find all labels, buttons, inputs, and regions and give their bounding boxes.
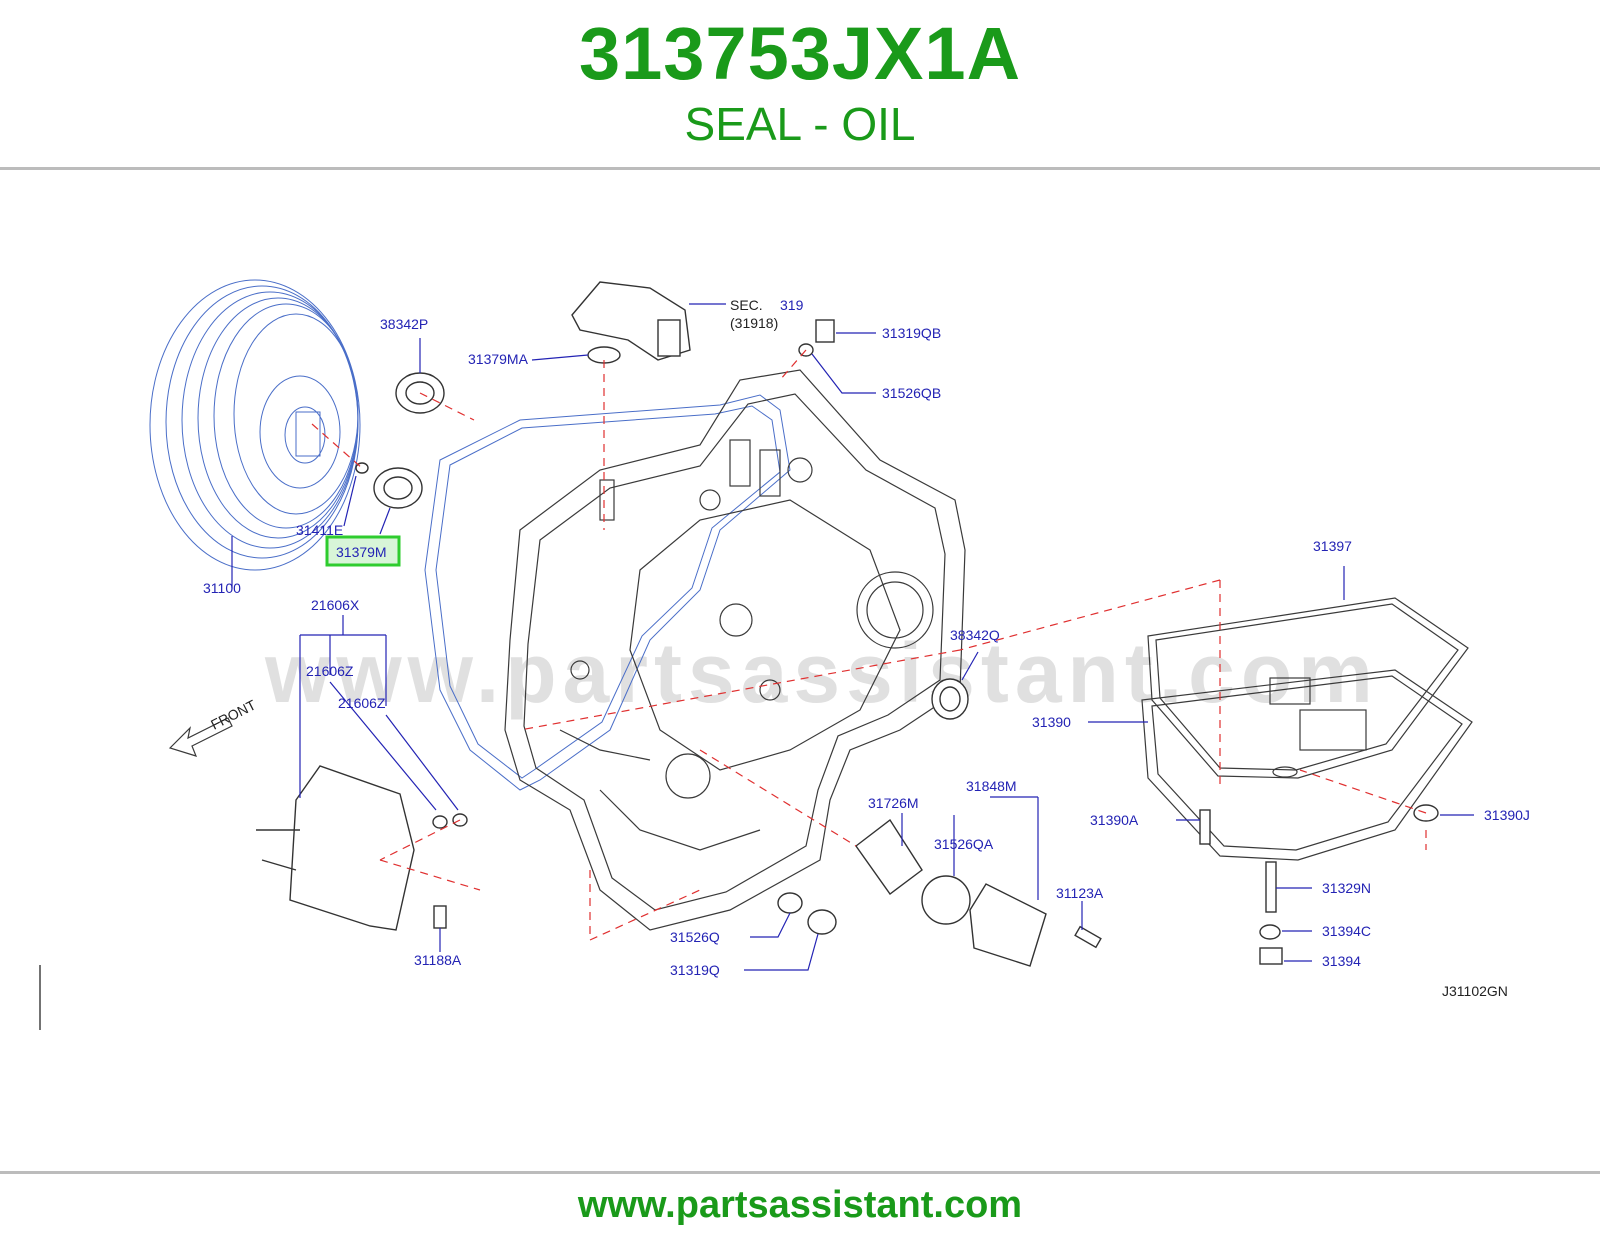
label-38342P: 38342P bbox=[380, 316, 428, 332]
label-31123A: 31123A bbox=[1056, 885, 1104, 901]
label-31390: 31390 bbox=[1032, 714, 1071, 730]
label-sec: SEC. bbox=[730, 297, 763, 313]
label-31390A: 31390A bbox=[1090, 812, 1139, 828]
label-31390J: 31390J bbox=[1484, 807, 1530, 823]
label-31379MA: 31379MA bbox=[468, 351, 529, 367]
label-sec-ref: (31918) bbox=[730, 315, 778, 331]
label-31100: 31100 bbox=[203, 580, 241, 596]
label-21606Z-a: 21606Z bbox=[306, 663, 354, 679]
label-31319QB: 31319QB bbox=[882, 325, 941, 341]
label-31319Q: 31319Q bbox=[670, 962, 720, 978]
leader-lines bbox=[231, 303, 1474, 971]
header-divider bbox=[0, 167, 1600, 170]
assembly-lines bbox=[311, 349, 1427, 941]
label-38342Q: 38342Q bbox=[950, 627, 1000, 643]
label-31526Q: 31526Q bbox=[670, 929, 720, 945]
label-31397: 31397 bbox=[1313, 538, 1352, 554]
label-31726M: 31726M bbox=[868, 795, 919, 811]
front-arrow bbox=[168, 717, 233, 757]
oil-pan-drawing bbox=[1141, 597, 1473, 861]
part-number-title: 313753JX1A bbox=[578, 12, 1022, 95]
label-31526QB: 31526QB bbox=[882, 385, 941, 401]
label-31394C: 31394C bbox=[1322, 923, 1371, 939]
label-31329N: 31329N bbox=[1322, 880, 1371, 896]
label-31188A: 31188A bbox=[414, 952, 462, 968]
label-31394: 31394 bbox=[1322, 953, 1361, 969]
label-31848M: 31848M bbox=[966, 778, 1017, 794]
watermark-text: www.partsassistant.com bbox=[264, 626, 1379, 720]
diagram-canvas: www.partsassistant.com bbox=[39, 279, 1530, 1030]
part-description: SEAL - OIL bbox=[684, 98, 916, 150]
footer-divider bbox=[0, 1171, 1600, 1174]
label-sec-number: 319 bbox=[780, 297, 804, 313]
highlight-box bbox=[325, 535, 401, 567]
footer-website-link[interactable]: www.partsassistant.com bbox=[577, 1184, 1023, 1226]
label-21606Z-b: 21606Z bbox=[338, 695, 386, 711]
label-31411E: 31411E bbox=[296, 522, 343, 538]
transmission-case-drawing bbox=[424, 369, 966, 931]
label-31379M-highlighted[interactable]: 31379M bbox=[336, 544, 387, 560]
front-label: FRONT bbox=[208, 696, 259, 732]
label-21606X: 21606X bbox=[311, 597, 360, 613]
diagram-code: J31102GN bbox=[1442, 983, 1508, 999]
parts-diagram: www.partsassistant.com bbox=[0, 170, 1600, 1170]
small-parts-drawing bbox=[256, 281, 1439, 967]
label-31526QA: 31526QA bbox=[934, 836, 994, 852]
page-header: 313753JX1A SEAL - OIL bbox=[0, 0, 1600, 168]
